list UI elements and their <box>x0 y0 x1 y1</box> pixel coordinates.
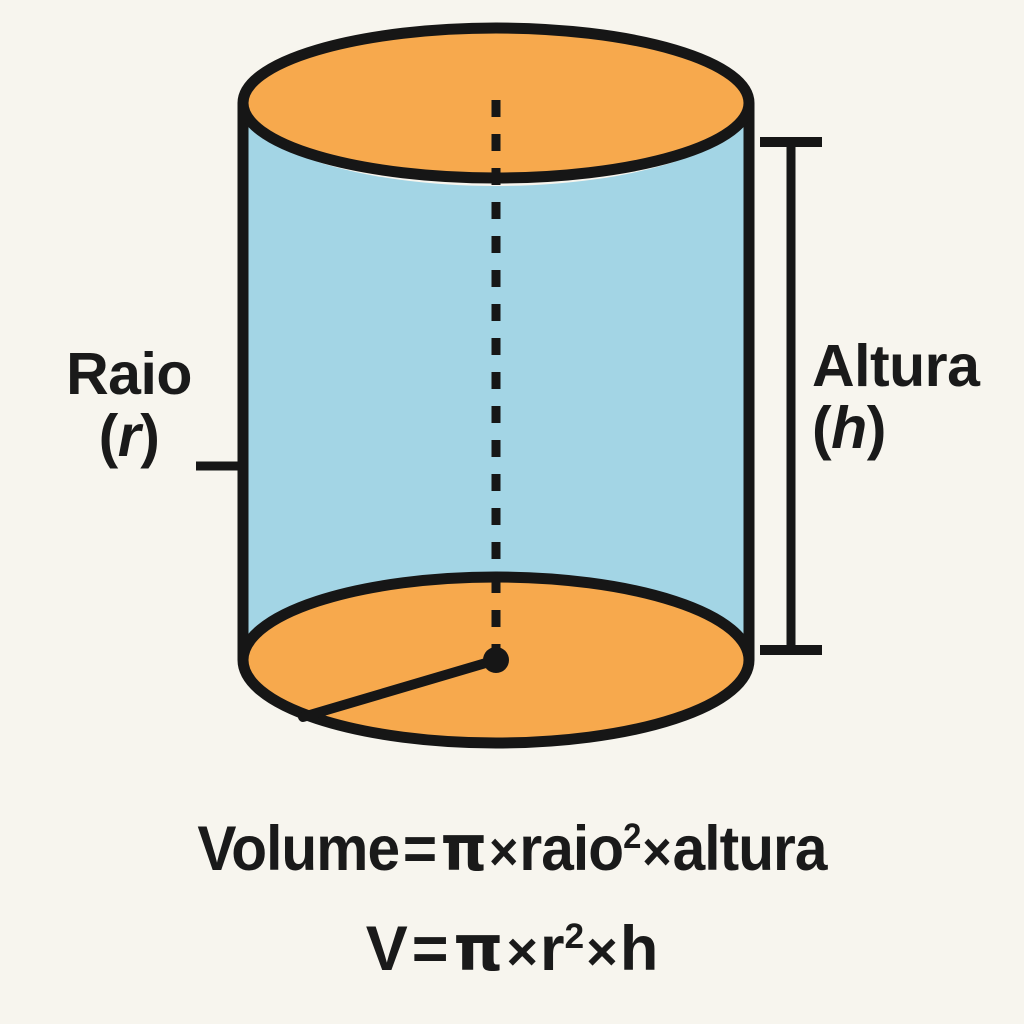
formula-words-term-2: altura <box>672 814 828 884</box>
formula-words-times-1: × <box>488 822 518 882</box>
formula-words-term-1: raio <box>519 814 624 884</box>
formula-symbols-pi: π <box>453 912 504 985</box>
formula-symbols-lhs: V <box>365 914 408 984</box>
formula-words-equals: = <box>402 814 437 884</box>
formula-symbols-times-2: × <box>586 922 618 982</box>
height-label-symbol: (h) <box>812 395 886 462</box>
formula-symbols-exponent: 2 <box>564 917 585 956</box>
formula-symbols-term-2: h <box>619 914 659 984</box>
formula-words-pi: π <box>440 812 487 885</box>
formula-symbols-term-1: r <box>540 914 565 984</box>
height-label-name: Altura <box>812 333 980 399</box>
formula-words-exponent: 2 <box>623 817 641 856</box>
radius-label-name: Raio <box>66 341 192 407</box>
center-point-dot <box>483 647 509 673</box>
radius-line <box>298 655 501 722</box>
formula-symbols-times-1: × <box>506 922 539 982</box>
formula-symbols: V=π×r2×h <box>0 912 1024 985</box>
formula-words: Volume=π×raio2×altura <box>36 812 988 885</box>
radius-label: Raio (r) <box>24 341 234 470</box>
height-label: Altura (h) <box>812 333 980 462</box>
formula-words-lhs: Volume <box>197 814 400 884</box>
formula-words-times-2: × <box>642 822 671 882</box>
formula-symbols-equals: = <box>411 914 449 984</box>
radius-label-symbol: (r) <box>98 403 160 470</box>
